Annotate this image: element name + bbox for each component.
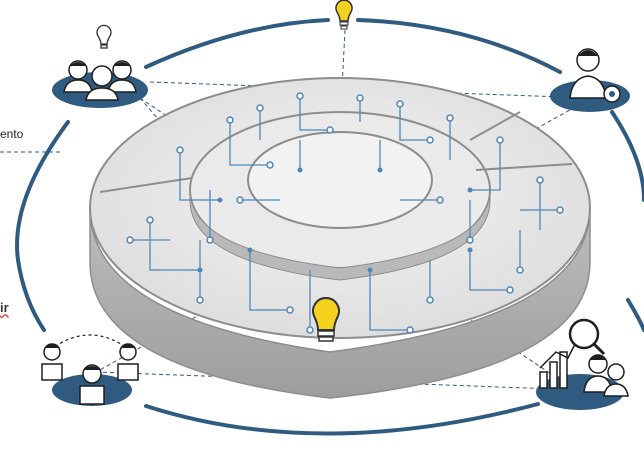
- circuit-nodes: [126, 92, 564, 334]
- circuit-network: [130, 96, 560, 331]
- disk-side: [89, 207, 591, 399]
- edge-label-bottom: ir: [0, 300, 9, 315]
- user-gear-icon: [550, 48, 630, 112]
- segment-cuts: [99, 111, 573, 193]
- analytics-team-icon: [536, 318, 629, 410]
- top-lightbulb-icon: [335, 0, 353, 30]
- inner-ring-side: [189, 189, 491, 281]
- cycle-arc-top-right: [356, 18, 562, 74]
- outer-cycle: [15, 18, 644, 436]
- edge-label-top: ento: [0, 127, 24, 141]
- core-ring: [247, 131, 433, 229]
- cycle-arc-right-bottom: [626, 298, 644, 332]
- team-idea-icon: [52, 24, 148, 108]
- cycle-arc-left: [15, 120, 70, 332]
- cycle-arc-bottom: [144, 402, 540, 436]
- center-lightbulb-icon: [312, 297, 340, 342]
- cycle-arc-top-left: [144, 18, 330, 69]
- cycle-arc-right: [610, 110, 644, 202]
- circuit-dots: [197, 167, 473, 273]
- collaboration-icon: [41, 334, 139, 406]
